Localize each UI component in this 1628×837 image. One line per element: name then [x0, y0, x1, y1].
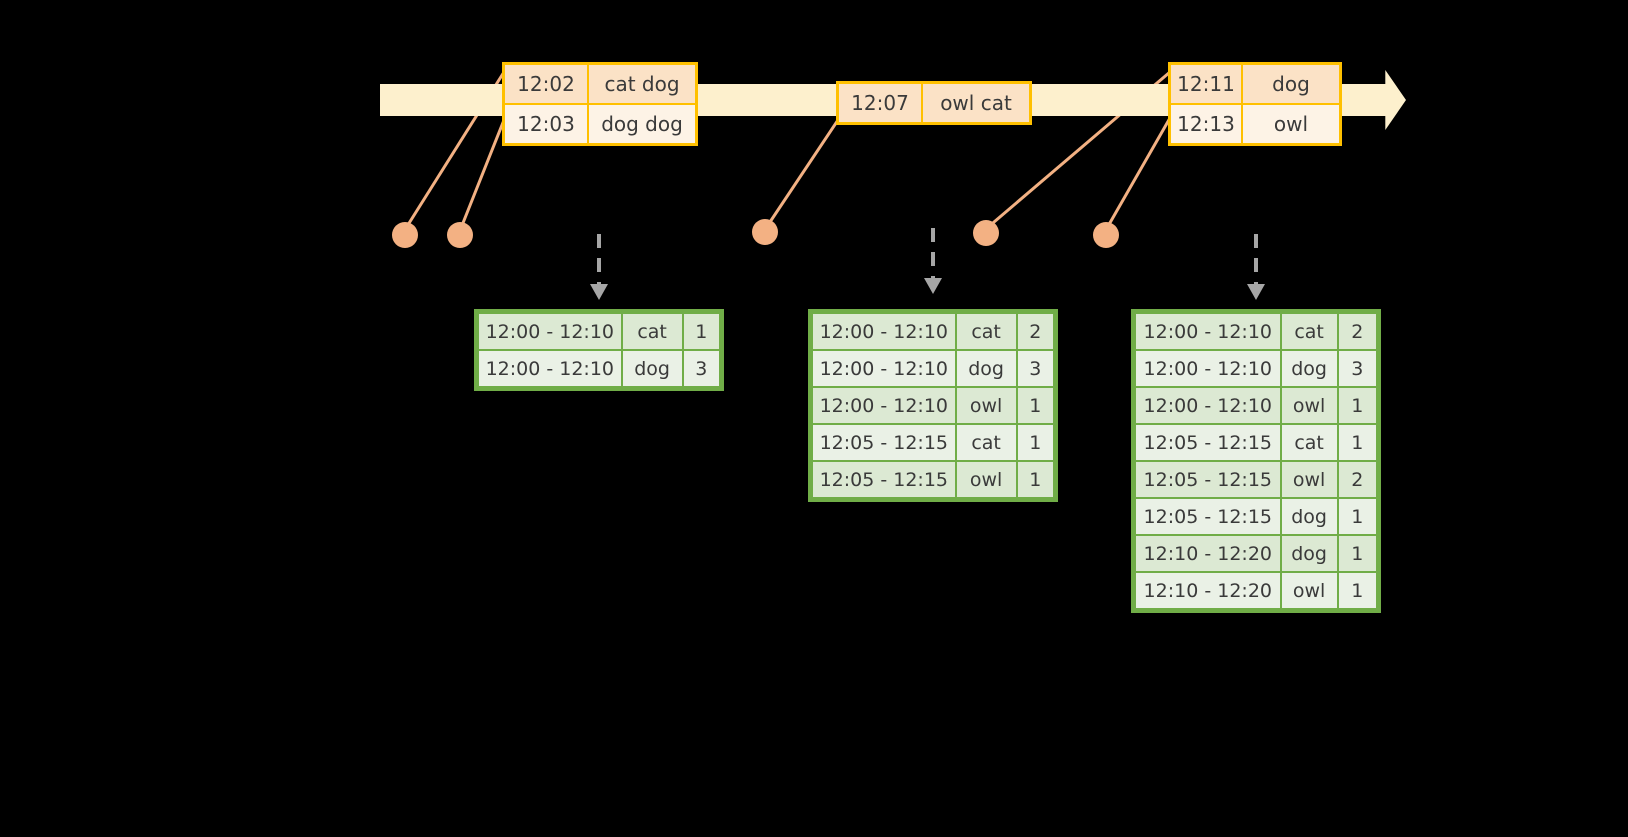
cell-count: 1 — [1016, 387, 1054, 424]
cell-count: 1 — [1337, 498, 1377, 535]
cell-window: 12:00 - 12:10 — [812, 387, 956, 424]
cell-key: cat — [1280, 313, 1338, 350]
dashed-line — [597, 234, 601, 286]
cell-window: 12:00 - 12:10 — [812, 313, 956, 350]
cell-window: 12:05 - 12:15 — [1135, 461, 1281, 498]
cell-count: 1 — [1337, 424, 1377, 461]
event-dot-5 — [1093, 222, 1119, 248]
cell-key: dog — [1280, 350, 1338, 387]
event-group-2[interactable]: 12:07 owl cat — [836, 81, 1032, 125]
cell-key: cat — [621, 313, 683, 350]
cell-window: 12:05 - 12:15 — [1135, 424, 1281, 461]
cell-key: dog — [621, 350, 683, 387]
cell-count: 2 — [1337, 313, 1377, 350]
cell-count: 1 — [1337, 535, 1377, 572]
dashed-line — [931, 228, 935, 280]
cell-key: cat — [1280, 424, 1338, 461]
event-value: owl — [1243, 105, 1339, 143]
cell-window: 12:00 - 12:10 — [478, 313, 622, 350]
cell-key: owl — [955, 461, 1017, 498]
cell-count: 1 — [1016, 424, 1054, 461]
event-time: 12:13 — [1171, 105, 1243, 143]
cell-count: 1 — [682, 313, 720, 350]
event-dot-1 — [392, 222, 418, 248]
cell-window: 12:00 - 12:10 — [1135, 313, 1281, 350]
cell-count: 3 — [1337, 350, 1377, 387]
cell-key: owl — [1280, 461, 1338, 498]
event-row[interactable]: 12:03 dog dog — [505, 103, 695, 143]
event-time: 12:02 — [505, 65, 589, 103]
cell-window: 12:05 - 12:15 — [1135, 498, 1281, 535]
event-time: 12:03 — [505, 105, 589, 143]
cell-window: 12:05 - 12:15 — [812, 424, 956, 461]
event-time: 12:11 — [1171, 65, 1243, 103]
event-value: dog — [1243, 65, 1339, 103]
connector-line-2 — [459, 119, 506, 229]
event-row[interactable]: 12:11 dog — [1171, 65, 1339, 103]
connector-line-5 — [1105, 117, 1172, 229]
cell-window: 12:10 - 12:20 — [1135, 572, 1281, 609]
arrow-head-icon — [1247, 284, 1265, 300]
cell-key: owl — [1280, 387, 1338, 424]
cell-window: 12:00 - 12:10 — [1135, 387, 1281, 424]
event-row[interactable]: 12:13 owl — [1171, 103, 1339, 143]
event-group-3[interactable]: 12:11 dog 12:13 owl — [1168, 62, 1342, 146]
event-value: dog dog — [589, 105, 695, 143]
event-value: cat dog — [589, 65, 695, 103]
cell-count: 3 — [682, 350, 720, 387]
cell-count: 1 — [1337, 387, 1377, 424]
cell-key: dog — [1280, 498, 1338, 535]
event-row[interactable]: 12:02 cat dog — [505, 65, 695, 103]
cell-count: 3 — [1016, 350, 1054, 387]
cell-key: owl — [955, 387, 1017, 424]
cell-window: 12:10 - 12:20 — [1135, 535, 1281, 572]
cell-key: dog — [1280, 535, 1338, 572]
event-time: 12:07 — [839, 84, 923, 122]
event-value: owl cat — [923, 84, 1029, 122]
cell-key: cat — [955, 313, 1017, 350]
cell-count: 2 — [1337, 461, 1377, 498]
cell-window: 12:00 - 12:10 — [1135, 350, 1281, 387]
cell-window: 12:00 - 12:10 — [812, 350, 956, 387]
arrow-head-icon — [924, 278, 942, 294]
timeline-arrow-head-icon — [1360, 70, 1406, 130]
dashed-line — [1254, 234, 1258, 286]
cell-count: 2 — [1016, 313, 1054, 350]
cell-count: 1 — [1016, 461, 1054, 498]
connector-line-3 — [764, 119, 840, 229]
cell-key: dog — [955, 350, 1017, 387]
cell-window: 12:05 - 12:15 — [812, 461, 956, 498]
cell-key: cat — [955, 424, 1017, 461]
cell-key: owl — [1280, 572, 1338, 609]
event-dot-3 — [752, 219, 778, 245]
event-group-1[interactable]: 12:02 cat dog 12:03 dog dog — [502, 62, 698, 146]
event-dot-4 — [973, 220, 999, 246]
event-dot-2 — [447, 222, 473, 248]
cell-window: 12:00 - 12:10 — [478, 350, 622, 387]
cell-count: 1 — [1337, 572, 1377, 609]
arrow-head-icon — [590, 284, 608, 300]
event-row[interactable]: 12:07 owl cat — [839, 84, 1029, 122]
